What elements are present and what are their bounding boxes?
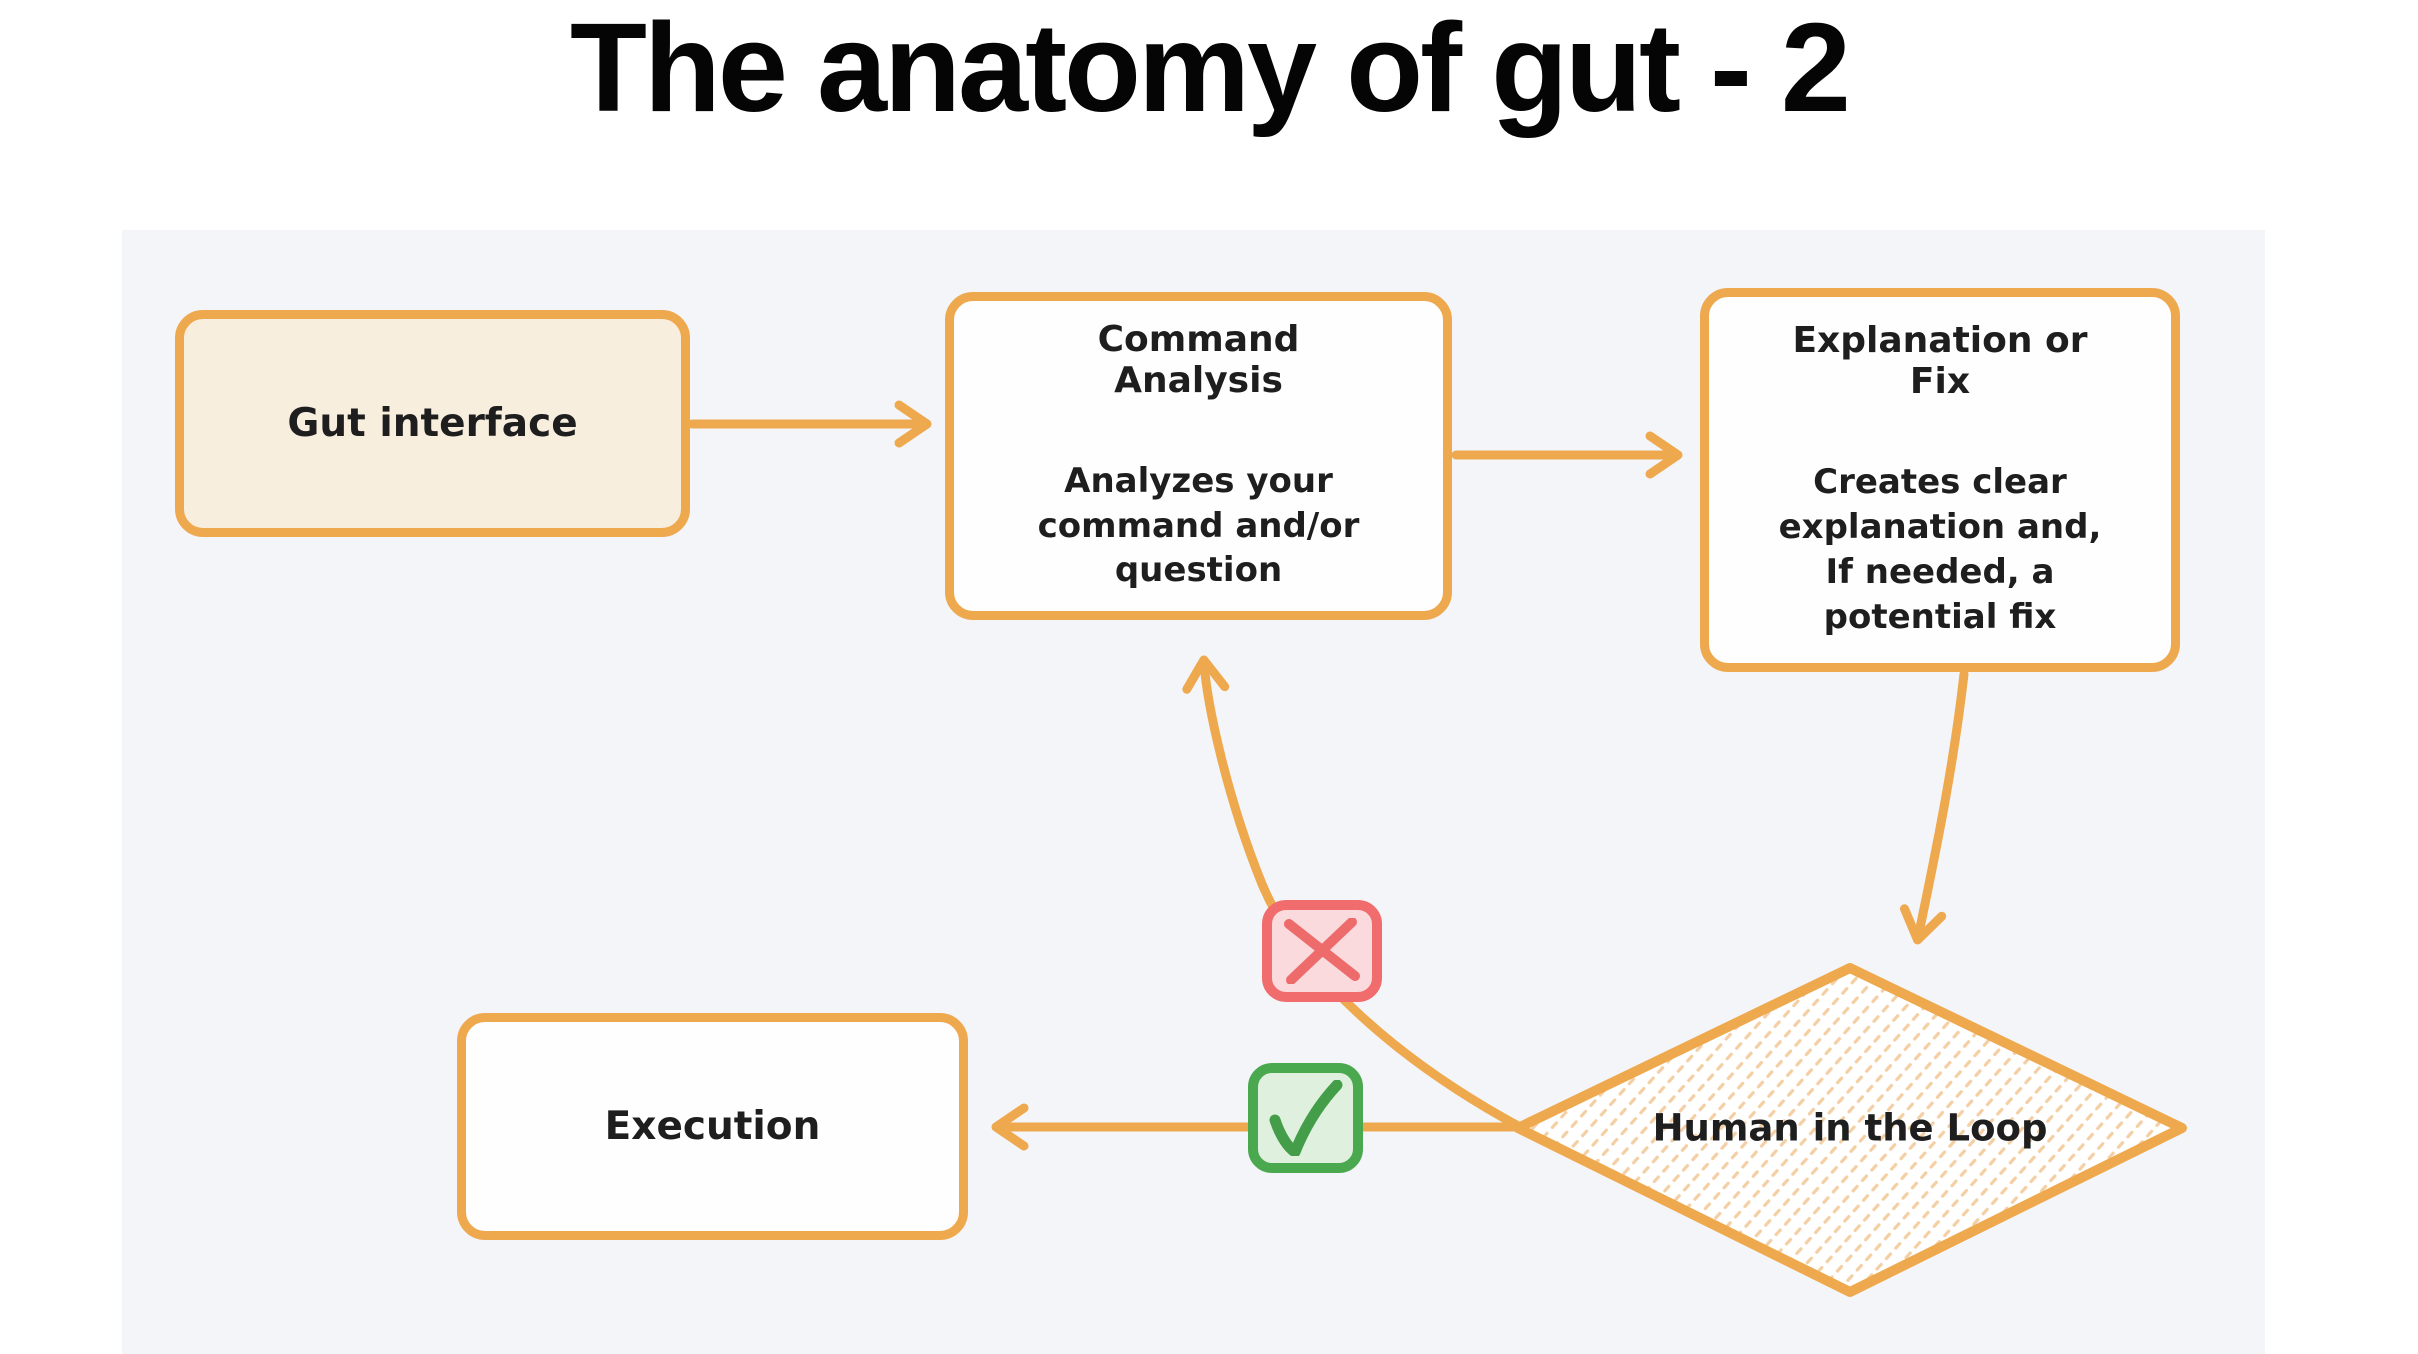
- command-analysis-body: Analyzes your command and/or question: [1037, 460, 1360, 591]
- node-command-analysis: Command Analysis Analyzes your command a…: [945, 292, 1452, 620]
- execution-label: Execution: [604, 1104, 821, 1149]
- gut-interface-label: Gut interface: [287, 401, 578, 446]
- node-execution: Execution: [457, 1013, 968, 1240]
- edge-explanation-to-human: [1899, 669, 1969, 945]
- explanation-or-fix-title: Explanation or Fix: [1792, 320, 2088, 403]
- reject-badge: [1262, 900, 1382, 1002]
- command-analysis-title: Command Analysis: [1097, 318, 1300, 401]
- human-in-the-loop-label: Human in the Loop: [1652, 1106, 2048, 1150]
- check-icon: [1269, 1080, 1342, 1156]
- x-icon: [1284, 918, 1360, 984]
- edge-human-to-command: [1182, 655, 1525, 1132]
- accept-badge: [1248, 1063, 1363, 1173]
- node-gut-interface: Gut interface: [175, 310, 690, 537]
- human-in-the-loop-diamond: [1513, 963, 2187, 1297]
- explanation-or-fix-body: Creates clear explanation and, If needed…: [1778, 462, 2102, 637]
- page-title: The anatomy of gut - 2: [569, 0, 1851, 138]
- node-explanation-or-fix: Explanation or Fix Creates clear explana…: [1700, 288, 2180, 672]
